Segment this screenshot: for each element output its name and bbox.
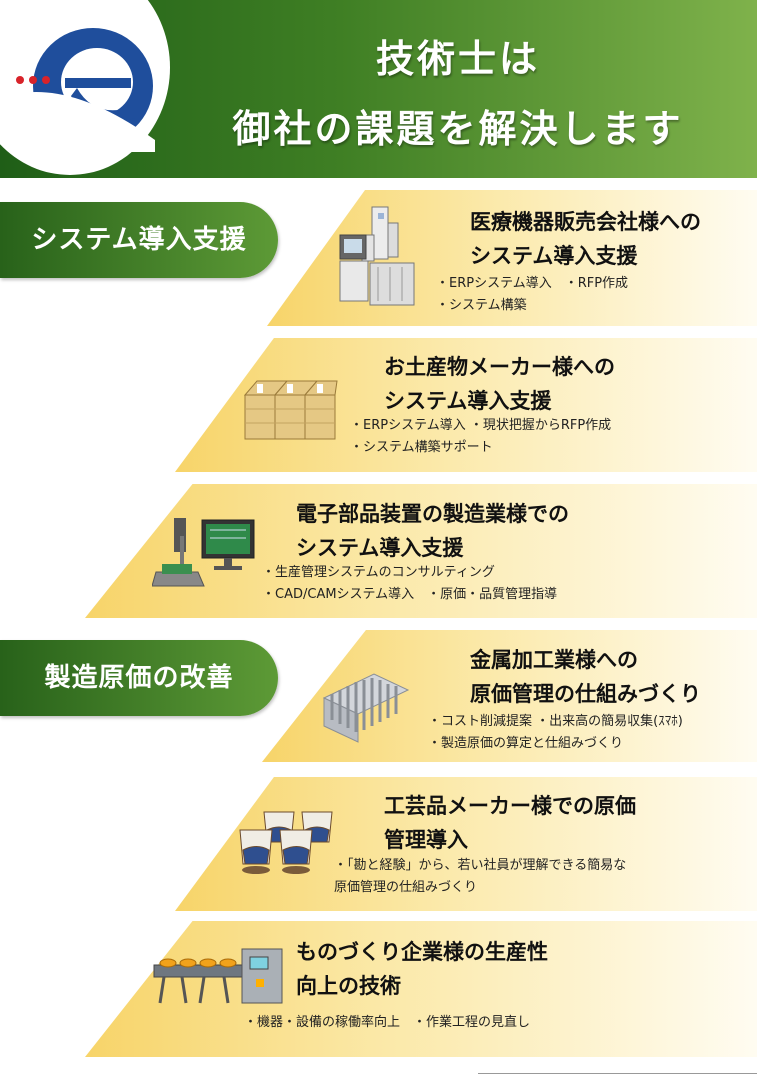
- card-4-title-line2: 原価管理の仕組みづくり: [470, 682, 701, 706]
- card-3-desc-line1: ・生産管理システムのコンサルティング: [262, 565, 495, 580]
- card-3-title-line2: システム導入支援: [296, 536, 464, 560]
- footer-divider: [478, 1073, 757, 1074]
- conveyor-machine-icon: [153, 948, 283, 1004]
- card-3-desc-line2: ・CAD/CAMシステム導入 ・原価・品質管理指導: [262, 587, 558, 602]
- card-6-desc-line1: ・機器・設備の稼働率向上 ・作業工程の見直し: [244, 1015, 531, 1030]
- card-5-background: [175, 777, 757, 911]
- card-4-desc-line1: ・コスト削減提案 ・出来高の簡易収集(ｽﾏﾎ): [428, 714, 683, 729]
- card-6-title-line1: ものづくり企業様の生産性: [296, 940, 548, 964]
- card-5-title-line1: 工芸品メーカー様での原価: [384, 794, 636, 818]
- card-2-desc-line2: ・システム構築サポート: [350, 440, 493, 455]
- page-title-line2: 御社の課題を解決します: [232, 107, 684, 151]
- card-5-desc-line2: 原価管理の仕組みづくり: [334, 880, 478, 895]
- metal-heatsink-icon: [322, 673, 410, 743]
- card-3-background: [85, 484, 757, 618]
- card-4-desc-line2: ・製造原価の算定と仕組みづくり: [428, 736, 624, 751]
- medical-equipment-icon: [339, 206, 415, 306]
- page-title-line1: 技術士は: [375, 37, 540, 81]
- card-5-desc-line1: ・「勘と経験」から、若い社員が理解できる簡易な: [334, 858, 627, 873]
- souvenir-boxes-icon: [243, 380, 338, 440]
- company-logo-icon: [15, 28, 155, 152]
- card-6-background: [85, 921, 757, 1057]
- card-3-title-line1: 電子部品装置の製造業様での: [296, 502, 569, 526]
- teacups-icon: [239, 811, 333, 874]
- card-1-desc-line2: ・システム構築: [436, 298, 527, 313]
- card-4-title-line1: 金属加工業様への: [470, 648, 638, 672]
- microscope-computer-icon: [152, 518, 255, 587]
- card-2-desc-line1: ・ERPシステム導入 ・現状把握からRFP作成: [350, 418, 612, 433]
- card-1-desc-line1: ・ERPシステム導入 ・RFP作成: [436, 276, 629, 291]
- card-1-title-line1: 医療機器販売会社様への: [470, 210, 701, 234]
- card-2-title-line2: システム導入支援: [384, 389, 552, 413]
- card-2-title-line1: お土産物メーカー様への: [384, 355, 615, 379]
- category-cost-improvement: 製造原価の改善: [0, 640, 278, 716]
- card-1-title-line2: システム導入支援: [470, 244, 638, 268]
- card-6-title-line2: 向上の技術: [296, 974, 401, 998]
- card-5-title-line2: 管理導入: [384, 828, 468, 852]
- category-system-introduction: システム導入支援: [0, 202, 278, 278]
